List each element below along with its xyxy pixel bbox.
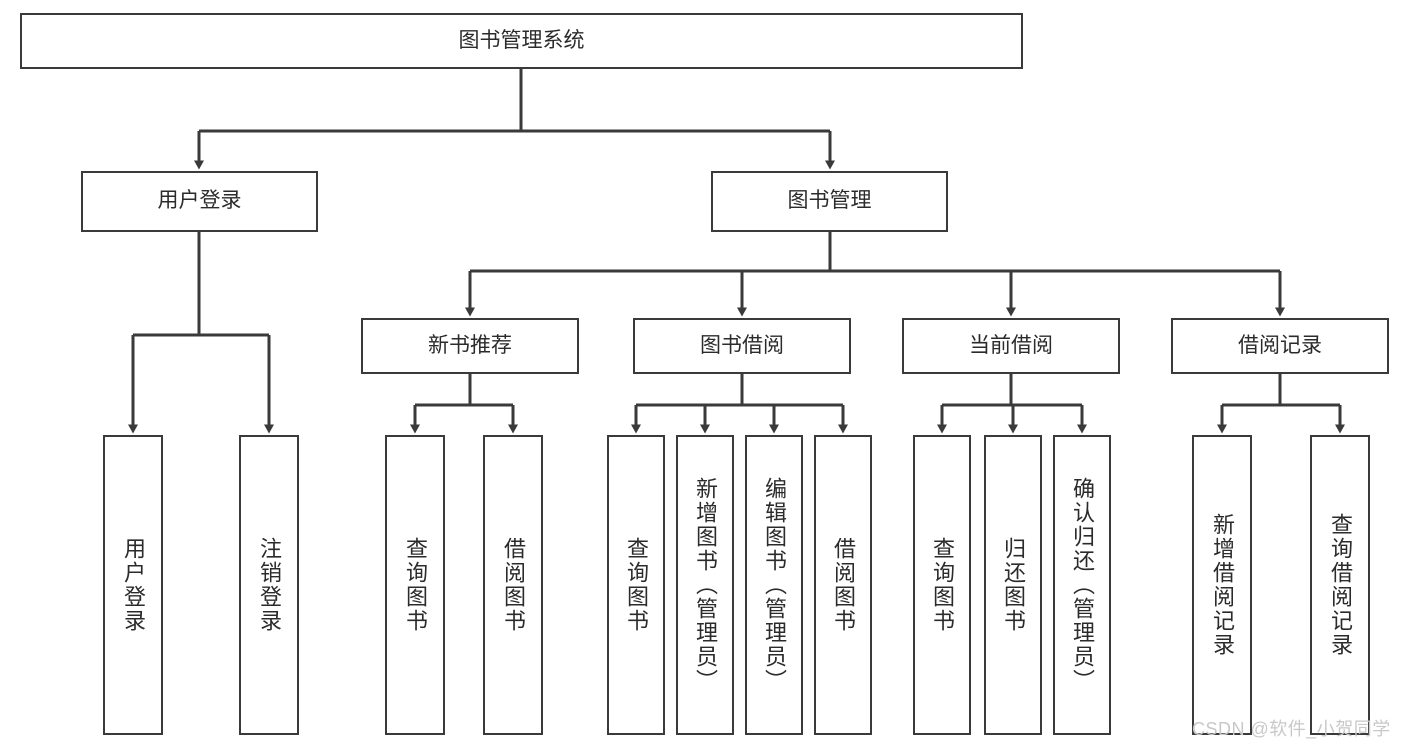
node-new-book-recommend-label: 新书推荐 — [428, 333, 512, 357]
node-user-login[interactable]: 用户登录 — [81, 171, 318, 232]
node-leaf-query-book-1[interactable]: 查询图书 — [385, 435, 445, 735]
node-leaf-borrow-book-1-label: 借阅图书 — [501, 537, 526, 633]
node-leaf-query-borrow-record-label: 查询借阅记录 — [1328, 513, 1353, 657]
node-book-management-label: 图书管理 — [787, 189, 872, 213]
node-leaf-borrow-book-1[interactable]: 借阅图书 — [483, 435, 543, 735]
node-leaf-add-book-admin-label: 新增图书（管理员） — [693, 477, 718, 693]
node-leaf-edit-book-admin-label: 编辑图书（管理员） — [762, 477, 787, 693]
node-leaf-user-login[interactable]: 用户登录 — [103, 435, 163, 735]
node-book-borrow-label: 图书借阅 — [700, 333, 784, 357]
watermark: CSDN @软件_小贺同学 — [1192, 719, 1391, 739]
node-new-book-recommend[interactable]: 新书推荐 — [361, 318, 579, 374]
node-leaf-borrow-book-2[interactable]: 借阅图书 — [814, 435, 872, 735]
node-leaf-logout[interactable]: 注销登录 — [239, 435, 299, 735]
node-leaf-query-book-2[interactable]: 查询图书 — [607, 435, 665, 735]
node-book-management[interactable]: 图书管理 — [711, 171, 948, 232]
node-leaf-confirm-return-admin-label: 确认归还（管理员） — [1070, 477, 1095, 693]
node-borrow-record[interactable]: 借阅记录 — [1171, 318, 1389, 374]
node-book-borrow[interactable]: 图书借阅 — [633, 318, 851, 374]
node-leaf-edit-book-admin[interactable]: 编辑图书（管理员） — [745, 435, 803, 735]
node-leaf-query-book-1-label: 查询图书 — [403, 537, 428, 633]
node-leaf-add-borrow-record-label: 新增借阅记录 — [1210, 513, 1235, 657]
node-leaf-add-book-admin[interactable]: 新增图书（管理员） — [676, 435, 734, 735]
node-leaf-query-book-3-label: 查询图书 — [930, 537, 955, 633]
node-leaf-confirm-return-admin[interactable]: 确认归还（管理员） — [1053, 435, 1111, 735]
node-current-borrow-label: 当前借阅 — [969, 333, 1053, 357]
node-user-login-label: 用户登录 — [157, 189, 242, 213]
node-leaf-return-book-label: 归还图书 — [1001, 537, 1026, 633]
node-leaf-add-borrow-record[interactable]: 新增借阅记录 — [1192, 435, 1252, 735]
node-leaf-logout-label: 注销登录 — [257, 537, 282, 633]
node-leaf-borrow-book-2-label: 借阅图书 — [831, 537, 856, 633]
node-current-borrow[interactable]: 当前借阅 — [902, 318, 1120, 374]
node-borrow-record-label: 借阅记录 — [1238, 333, 1322, 357]
node-leaf-user-login-label: 用户登录 — [121, 537, 146, 633]
node-leaf-query-book-2-label: 查询图书 — [624, 537, 649, 633]
node-leaf-query-borrow-record[interactable]: 查询借阅记录 — [1310, 435, 1370, 735]
node-leaf-query-book-3[interactable]: 查询图书 — [913, 435, 971, 735]
node-root[interactable]: 图书管理系统 — [20, 13, 1023, 69]
node-leaf-return-book[interactable]: 归还图书 — [984, 435, 1042, 735]
node-root-label: 图书管理系统 — [458, 28, 585, 52]
